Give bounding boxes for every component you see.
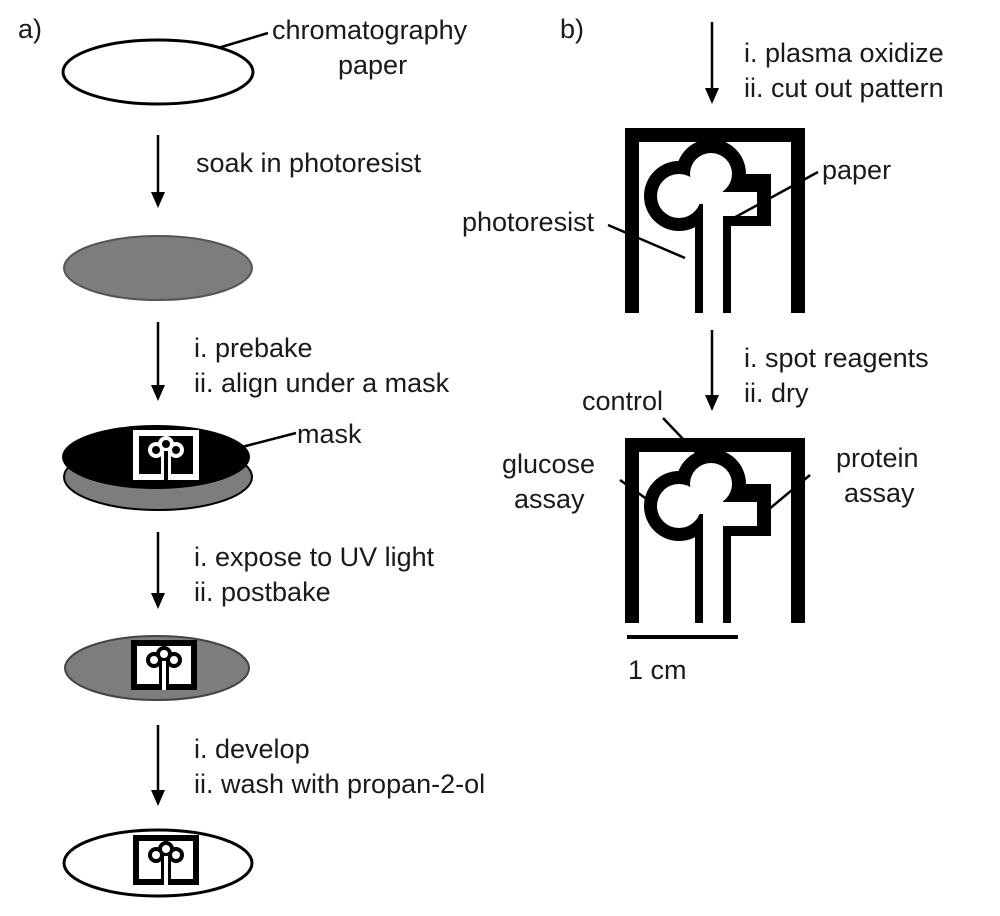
step-b2-label-line1: i. spot reagents	[744, 343, 929, 373]
step-a3-label-line2: ii. postbake	[194, 577, 331, 607]
glucose-leader	[619, 478, 656, 507]
step-a2-label-line2: ii. align under a mask	[194, 368, 450, 398]
arrow-2	[151, 322, 165, 401]
panel-b-label: b)	[560, 14, 585, 44]
exposed-disk	[64, 635, 250, 701]
photoresist-label: photoresist	[462, 207, 595, 237]
scale-bar-label: 1 cm	[628, 655, 687, 685]
assay-device	[625, 438, 805, 623]
chromatography-paper-label-line2: paper	[338, 50, 408, 80]
arrow-1	[151, 135, 165, 208]
mask-label: mask	[297, 419, 362, 449]
panel-b	[607, 22, 819, 639]
step-b2-label-line2: ii. dry	[744, 378, 809, 408]
glucose-label-line1: glucose	[502, 449, 596, 479]
mask-leader-line	[237, 431, 297, 450]
masked-disk	[62, 425, 253, 511]
panel-a-label: a)	[18, 14, 43, 44]
patterned-device	[625, 128, 805, 313]
protein-leader	[767, 474, 811, 511]
arrow-3	[151, 532, 165, 609]
step-a4-label-line2: ii. wash with propan-2-ol	[194, 769, 486, 799]
soaked-paper-disk	[63, 235, 253, 301]
protein-label-line2: assay	[844, 478, 915, 508]
chromatography-paper-label-line1: chromatography	[272, 15, 468, 45]
step-a1-label: soak in photoresist	[196, 148, 422, 178]
paper-leader-line	[217, 31, 269, 50]
arrow-b2	[705, 330, 719, 411]
glucose-label-line2: assay	[514, 484, 585, 514]
step-a4-label-line1: i. develop	[194, 734, 310, 764]
step-b1-label-line1: i. plasma oxidize	[744, 38, 944, 68]
protein-label-line1: protein	[836, 443, 919, 473]
arrow-b1	[705, 22, 719, 104]
step-a2-label-line1: i. prebake	[194, 333, 313, 363]
paper-label-leader	[729, 170, 819, 222]
arrow-4	[151, 725, 165, 806]
control-label: control	[582, 386, 664, 416]
chromatography-paper-disk	[61, 38, 255, 106]
panel-a	[61, 31, 297, 898]
step-a3-label-line1: i. expose to UV light	[194, 542, 435, 572]
control-leader	[662, 417, 706, 463]
developed-disk	[62, 828, 254, 898]
paper-label: paper	[822, 155, 892, 185]
photoresist-label-leader	[607, 223, 686, 260]
step-b1-label-line2: ii. cut out pattern	[744, 73, 944, 103]
